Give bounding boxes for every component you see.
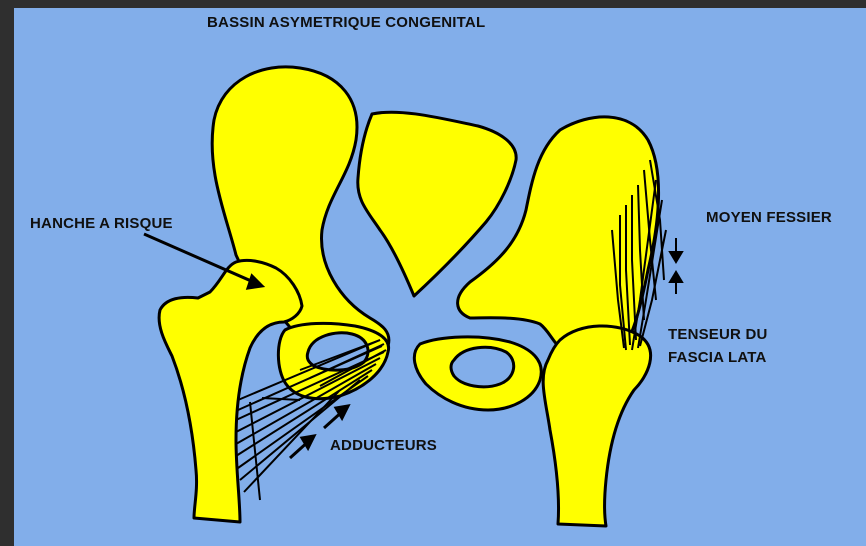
right-obturator-foramen xyxy=(451,347,514,386)
moyen-fessier-arrows xyxy=(670,238,682,294)
label-moyen-fessier: MOYEN FESSIER xyxy=(706,208,832,228)
label-adducteurs: ADDUCTEURS xyxy=(330,436,437,456)
label-tenseur-line1: TENSEUR DU xyxy=(668,325,768,345)
diagram-title: BASSIN ASYMETRIQUE CONGENITAL xyxy=(207,13,485,33)
label-tenseur-line2: FASCIA LATA xyxy=(668,348,767,368)
label-hanche-a-risque: HANCHE A RISQUE xyxy=(30,214,173,234)
right-femur xyxy=(543,326,650,526)
